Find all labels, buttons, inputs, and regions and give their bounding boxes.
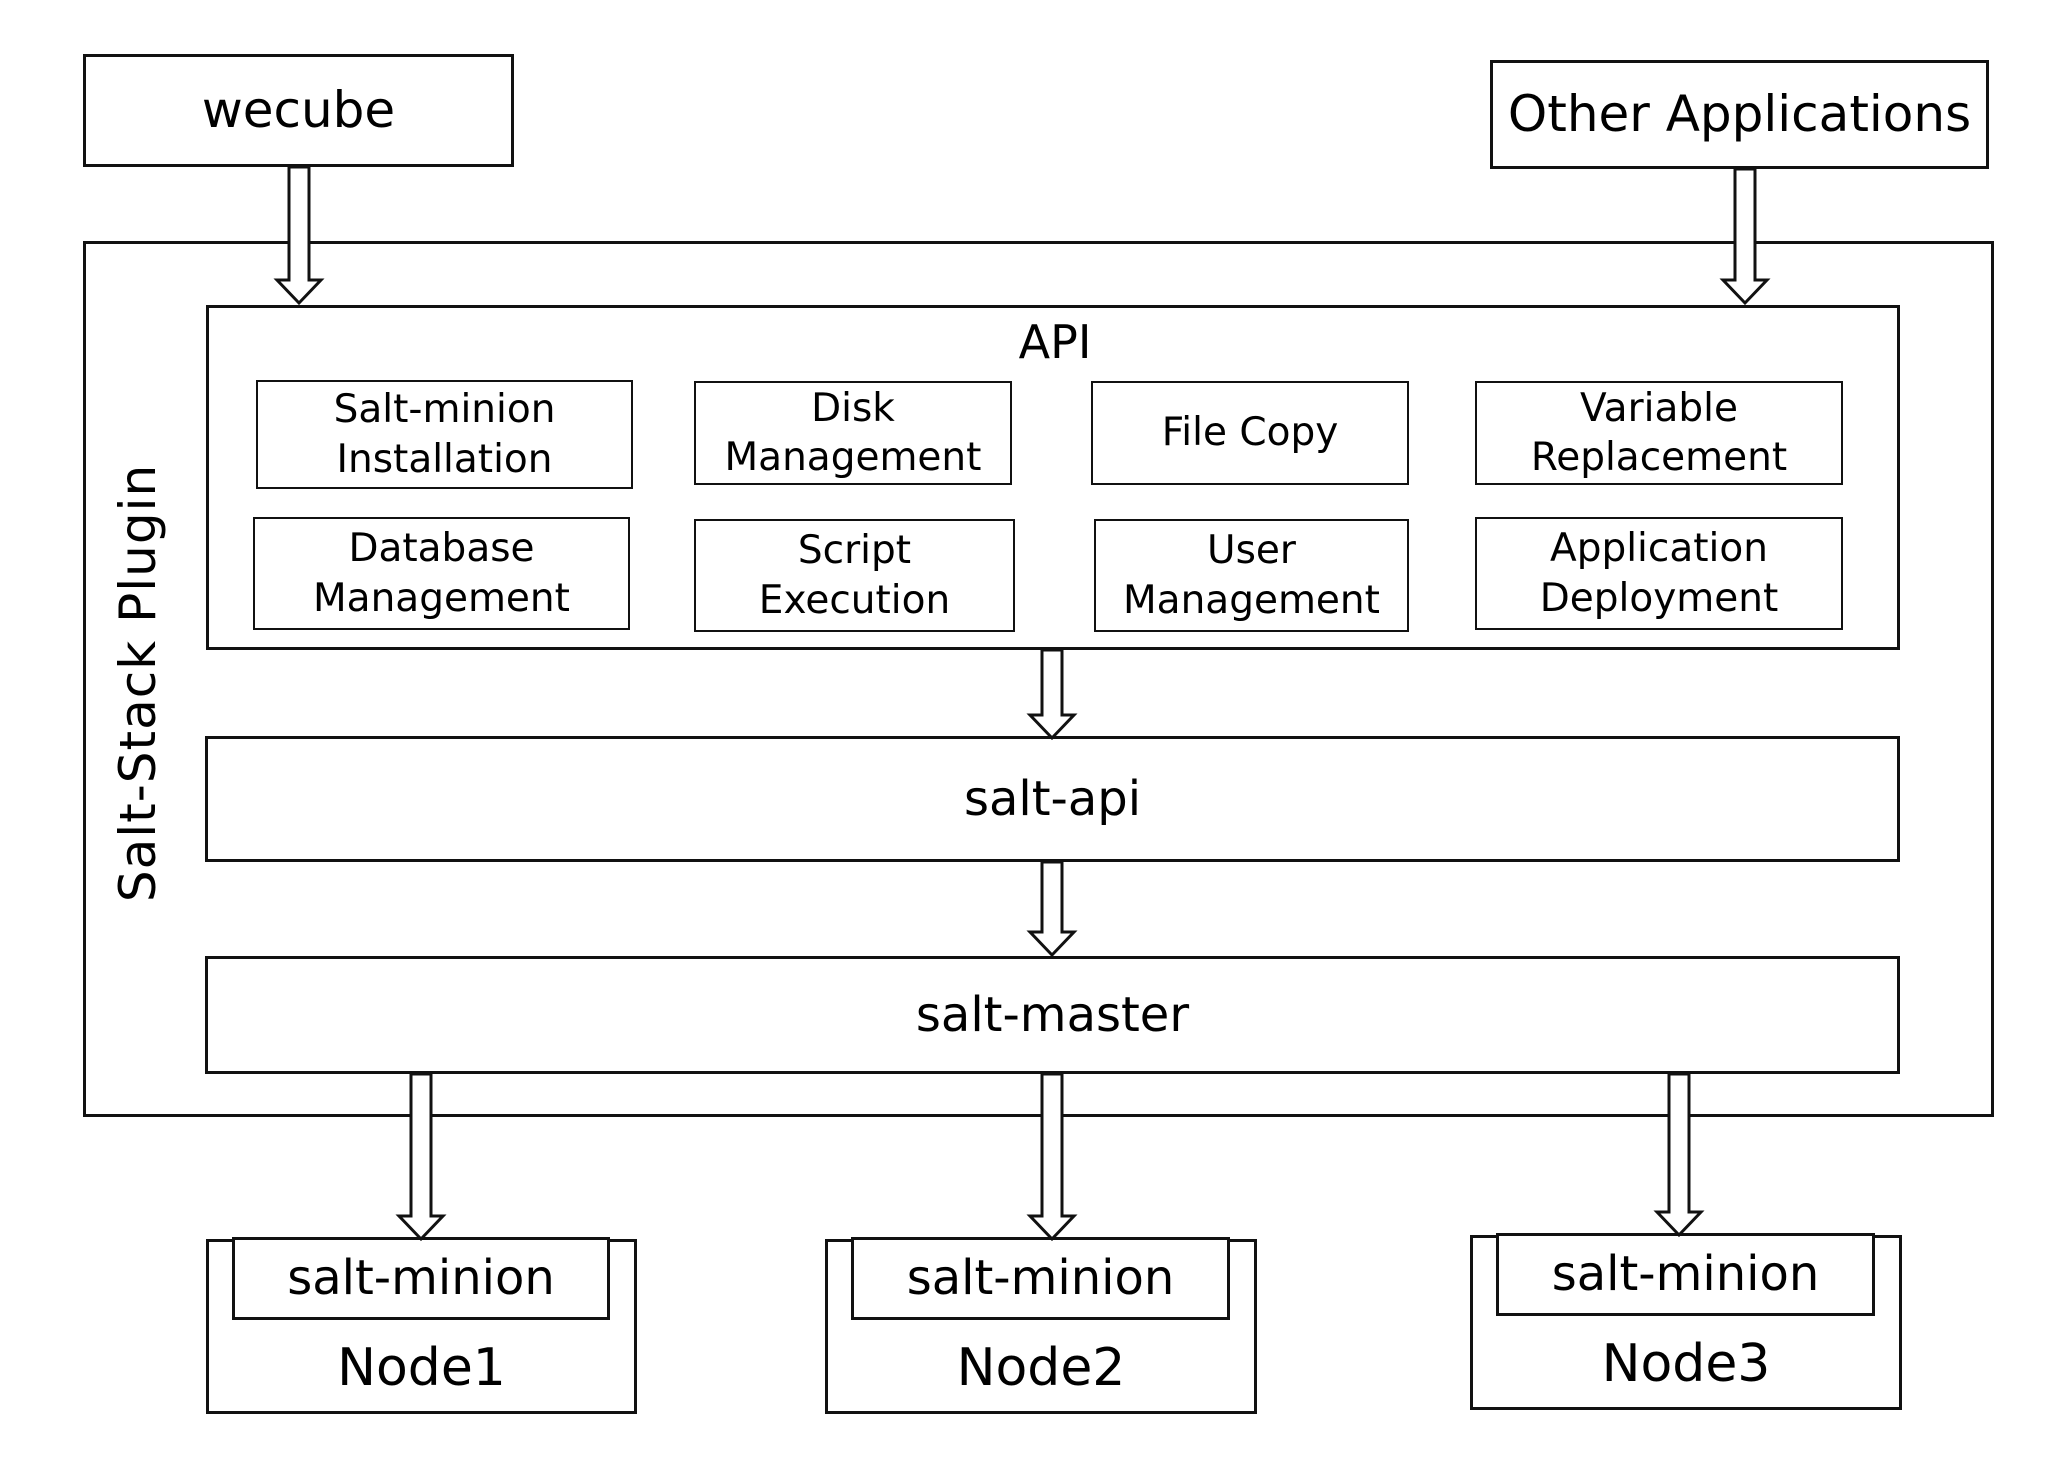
node3-salt-minion-box: salt-minion (1496, 1233, 1875, 1316)
api-title: API (1018, 315, 1092, 369)
api-function-label: Salt-minion Installation (333, 387, 556, 482)
salt-stack-plugin-title: Salt-Stack Plugin (109, 463, 167, 903)
api-function-database-management: Database Management (253, 517, 630, 630)
api-function-label: File Copy (1161, 410, 1339, 456)
node1-salt-minion-box: salt-minion (232, 1237, 610, 1320)
salt-master-box: salt-master (205, 956, 1900, 1074)
salt-master-label: salt-master (915, 986, 1190, 1043)
api-function-salt-minion-installation: Salt-minion Installation (256, 380, 633, 489)
node2-name: Node2 (956, 1338, 1126, 1398)
node2-salt-minion-box: salt-minion (851, 1237, 1230, 1320)
wecube-label: wecube (201, 81, 396, 139)
salt-api-box: salt-api (205, 736, 1900, 862)
api-function-disk-management: Disk Management (694, 381, 1012, 485)
node2-salt-minion-label: salt-minion (906, 1250, 1175, 1307)
api-function-script-execution: Script Execution (694, 519, 1015, 632)
salt-api-label: salt-api (963, 770, 1142, 827)
api-function-label: Variable Replacement (1530, 385, 1788, 480)
other-applications-box: Other Applications (1490, 60, 1989, 169)
api-function-label: Database Management (313, 526, 570, 621)
node3-salt-minion-label: salt-minion (1551, 1246, 1820, 1303)
node3-name: Node3 (1601, 1334, 1771, 1394)
api-function-application-deployment: Application Deployment (1475, 517, 1843, 630)
api-function-label: Script Execution (758, 528, 951, 623)
api-function-variable-replacement: Variable Replacement (1475, 381, 1843, 485)
wecube-box: wecube (83, 54, 514, 167)
node1-salt-minion-label: salt-minion (287, 1250, 555, 1307)
api-function-label: Disk Management (724, 385, 982, 480)
api-function-user-management: User Management (1094, 519, 1409, 632)
api-function-label: Application Deployment (1539, 526, 1779, 621)
api-function-file-copy: File Copy (1091, 381, 1409, 485)
other-applications-label: Other Applications (1507, 85, 1972, 143)
api-function-label: User Management (1123, 528, 1380, 623)
node1-name: Node1 (337, 1338, 506, 1398)
